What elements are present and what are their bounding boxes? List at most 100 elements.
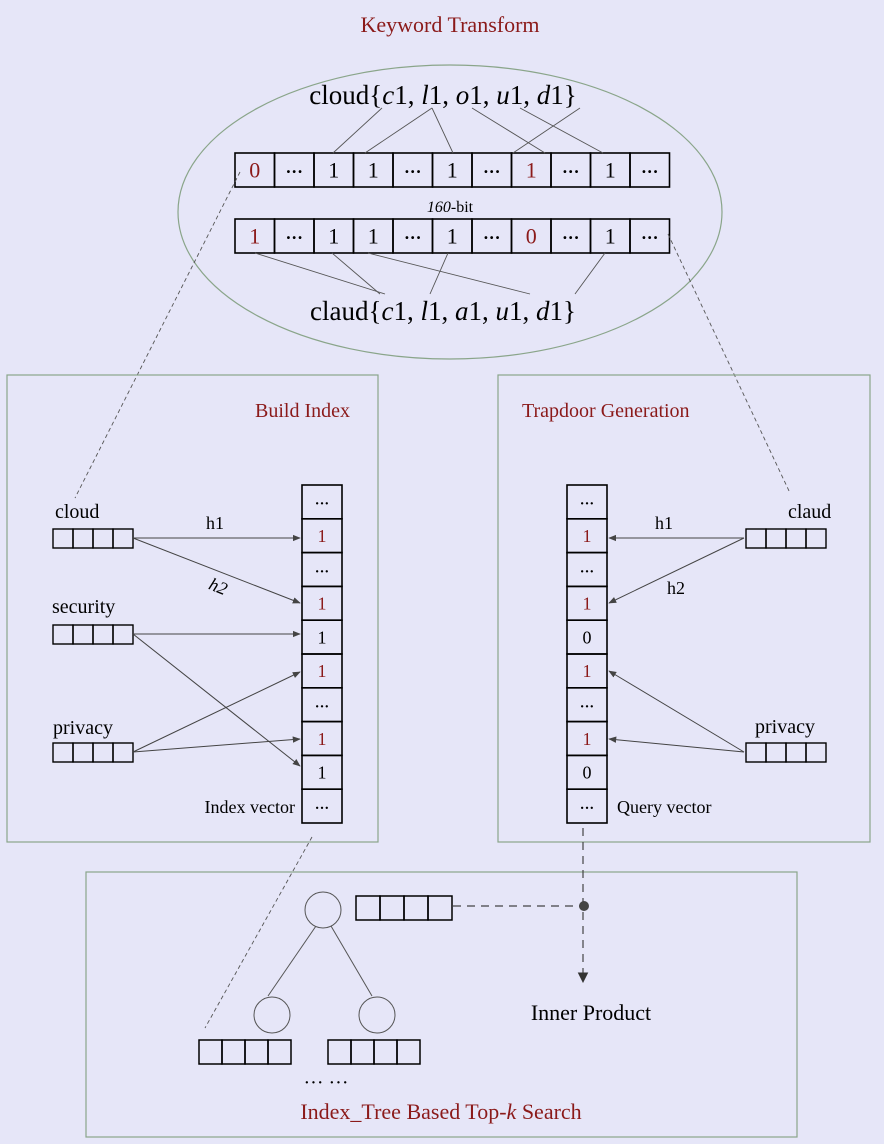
join-dot — [579, 901, 589, 911]
td-claud-slot — [805, 528, 827, 549]
tree-right-slot — [350, 1039, 375, 1065]
keyword-transform-title: Keyword Transform — [360, 12, 539, 37]
query-vector-cell-value: 0 — [583, 763, 592, 783]
query-vector-cell-value: ··· — [580, 699, 594, 715]
inner-product-label: Inner Product — [531, 1000, 651, 1025]
bit-length-label: 160-bit — [427, 199, 474, 216]
tree-right-slot — [373, 1039, 398, 1065]
td-claud-slot — [765, 528, 787, 549]
trapdoor-panel — [497, 374, 871, 843]
query-vector-cell-value: ··· — [580, 496, 594, 512]
index-vector-cell-value: ··· — [315, 496, 329, 512]
index-vector: ···1···111···11··· — [301, 484, 343, 824]
td-privacy-slot — [805, 742, 827, 763]
index-vector-cell — [301, 788, 343, 824]
kvec1-cell-value: 1 — [328, 158, 339, 183]
query-vector-cell-value: 1 — [583, 729, 592, 749]
bi-privacy-bloom-box — [52, 742, 134, 763]
kvec2-cell-value: 1 — [249, 224, 260, 249]
search-panel — [85, 871, 798, 1138]
kvec2-cell-value: ··· — [404, 228, 422, 248]
bi-privacy-slot — [52, 742, 74, 763]
bi-h2-label: h2 — [206, 574, 230, 599]
tree-left-slot — [221, 1039, 246, 1065]
kvec2-cell-value: 1 — [328, 224, 339, 249]
kvec1-cell-value: 1 — [447, 158, 458, 183]
bi-keyword-cloud: cloud — [55, 501, 99, 523]
td-privacy-slot — [765, 742, 787, 763]
td-keyword-claud: claud — [788, 501, 831, 523]
index-vector-cell-value: 1 — [318, 526, 327, 546]
link-to-trapdoor — [667, 233, 791, 494]
query-vector-cell-value: ··· — [580, 564, 594, 580]
query-vector: ··· 1 ··· 1 0 1 ··· 1 0 ··· — [566, 484, 608, 824]
tree-right-node — [358, 996, 396, 1034]
query-vector-cell-value: 0 — [583, 627, 592, 647]
bi-cloud-bloom-box — [52, 528, 134, 549]
td-privacy-slot — [745, 742, 767, 763]
bi-security-slot — [112, 624, 134, 645]
trapdoor-title: Trapdoor Generation — [522, 400, 690, 422]
query-vector-cell-value: 1 — [583, 661, 592, 681]
query-vector-cell-value: ··· — [580, 800, 594, 816]
tree-root-slot — [403, 895, 429, 921]
kvec1-cell-value: 1 — [526, 158, 537, 183]
tree-root-slot — [379, 895, 405, 921]
kvec1-cell-value: ··· — [404, 162, 422, 182]
kvec1-cell-value: ··· — [641, 162, 659, 182]
query-vector-cell-value: 1 — [583, 594, 592, 614]
index-vector-cell-value: 1 — [318, 627, 327, 647]
query-vector-cell — [566, 788, 608, 824]
kvec1-cell-value: ··· — [483, 162, 501, 182]
kvec2-cell-value: ··· — [483, 228, 501, 248]
td-h2-label: h2 — [667, 578, 685, 598]
kvec2-cell-value: ··· — [285, 228, 303, 248]
kvec1-cell-value: 1 — [368, 158, 379, 183]
bi-privacy-slot — [92, 742, 114, 763]
kvec2-cell-value: 0 — [526, 224, 537, 249]
tree-root-node — [304, 891, 342, 929]
index-vector-cell-value: ··· — [315, 800, 329, 816]
kvec2-cell — [629, 218, 671, 254]
bi-h1-label: h1 — [206, 513, 224, 533]
query-vector-label: Query vector — [617, 797, 711, 817]
kvec1-cell — [629, 152, 671, 188]
tree-left-node — [253, 996, 291, 1034]
td-privacy-bloom-box — [745, 742, 827, 763]
bi-hash-arrows — [132, 534, 301, 767]
kvec2-cell-value: 1 — [605, 224, 616, 249]
tree-ellipsis: ··· ··· — [304, 1072, 349, 1094]
bi-keyword-privacy: privacy — [53, 717, 113, 739]
bi-cloud-slot — [92, 528, 114, 549]
td-claud-bloom-box — [745, 528, 827, 549]
link-to-build-index — [74, 171, 241, 499]
index-vector-label: Index vector — [205, 797, 295, 817]
tree-root-slot — [355, 895, 381, 921]
kvec2-cell-value: ··· — [562, 228, 580, 248]
build-index-title: Build Index — [255, 400, 350, 422]
bi-cloud-slot — [72, 528, 94, 549]
query-vector-cell-value: 1 — [583, 526, 592, 546]
index-vector-cell-value: 1 — [318, 661, 327, 681]
td-keyword-privacy: privacy — [755, 716, 815, 738]
kvec2-cell-value: 1 — [368, 224, 379, 249]
bi-security-bloom-box — [52, 624, 134, 645]
index-vector-cell-value: 1 — [318, 729, 327, 749]
td-hash-arrows — [608, 534, 745, 753]
index-vector-cell-value: ··· — [315, 564, 329, 580]
search-title: Index_Tree Based Top-k Search — [300, 1099, 581, 1124]
kvec1-cell-value: 1 — [605, 158, 616, 183]
bi-keyword-security: security — [52, 596, 115, 618]
word2-expression: claud{c1, l1, a1, u1, d1} — [310, 296, 576, 326]
tree-left-slot — [267, 1039, 292, 1065]
tree-right-slot — [396, 1039, 421, 1065]
td-claud-slot — [785, 528, 807, 549]
word1-gram-connectors — [332, 107, 604, 154]
kvec1-cell-value: 0 — [249, 158, 260, 183]
tree-right-vector — [327, 1039, 421, 1065]
index-vector-cell-value: 1 — [318, 763, 327, 783]
tree-root-slot — [427, 895, 453, 921]
